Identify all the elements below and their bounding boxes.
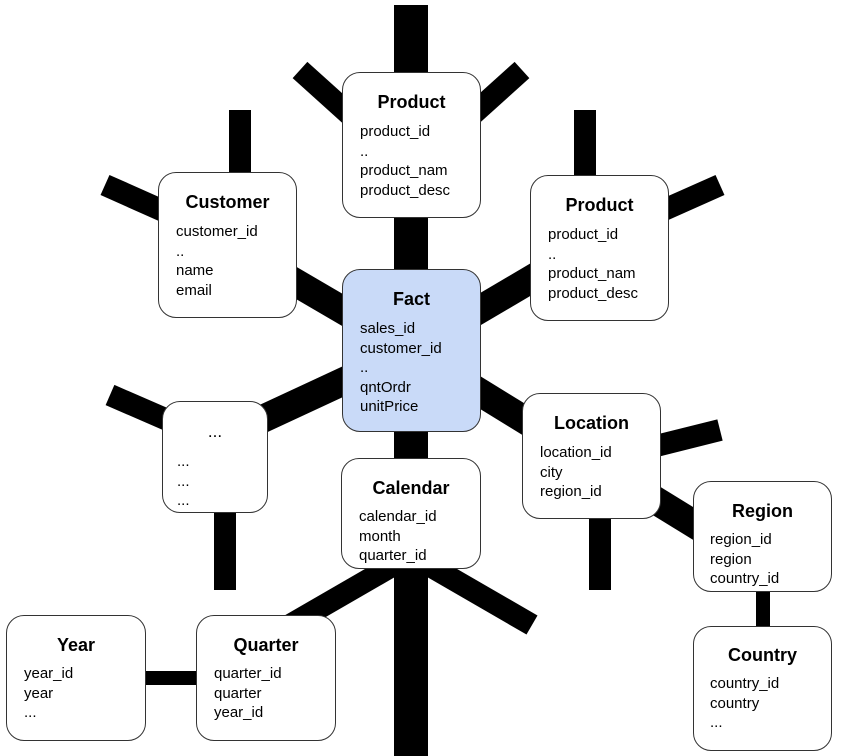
field: sales_id [360,320,416,337]
field: month [359,527,401,545]
field: ... [177,472,190,490]
field: quarter_id [359,547,427,564]
field: unitPrice [360,398,419,415]
field: city [540,463,563,481]
field: country_id [710,675,780,692]
field: product_desc [548,284,639,302]
field: .. [548,245,557,263]
field: region [710,550,752,568]
entity-title: Country [728,645,797,665]
entity-fields: customer_id .. name email [176,222,258,300]
field: country [710,694,760,712]
field: ... [177,492,190,509]
entity-title: Region [732,501,793,521]
entity-title: Year [56,635,96,655]
field: quarter [214,684,262,702]
field: region_id [540,483,602,500]
entity-fields: location_id city region_id [540,443,612,502]
entity-title: Location [554,413,629,433]
field: product_nam [548,265,636,282]
field: year [24,684,54,702]
field: product_nam [360,162,448,179]
entity-fact[interactable]: Fact sales_id customer_id .. qntOrdr uni… [342,269,481,432]
field: .. [360,142,369,160]
field: ... [177,453,190,470]
entity-fields: quarter_id quarter year_id [214,664,282,723]
field: product_desc [360,181,451,199]
field: quarter_id [214,665,282,682]
entity-fields: product_id .. product_nam product_desc [360,122,450,200]
entity-fields: sales_id customer_id .. qntOrdr unitPric… [360,319,442,417]
entity-calendar[interactable]: Calendar calendar_id month quarter_id [341,458,481,569]
entity-fields: calendar_id month quarter_id [359,507,437,566]
entity-fields: year_id year ... [24,664,73,723]
entity-title: Quarter [233,635,299,655]
field: region_id [710,531,772,548]
entity-quarter[interactable]: Quarter quarter_id quarter year_id [196,615,336,741]
field: customer_id [360,339,442,357]
entity-title: Customer [185,192,270,212]
entity-country[interactable]: Country country_id country ... [693,626,832,751]
entity-product-top[interactable]: Product product_id .. product_nam produc… [342,72,481,218]
entity-customer[interactable]: Customer customer_id .. name email [158,172,297,318]
entity-title: Calendar [372,478,450,498]
entity-fields: ... ... ... [177,452,190,511]
field: year_id [24,665,74,682]
entity-title: Fact [392,289,430,309]
entity-title: ... [207,422,223,441]
field: email [176,281,212,299]
entity-unnamed[interactable]: ... ... ... ... [162,401,268,513]
field: name [176,262,214,279]
field: .. [360,359,369,376]
field: product_id [548,226,619,243]
entity-fields: region_id region country_id [710,530,779,589]
entity-fields: country_id country ... [710,674,779,733]
entity-title: Product [565,195,634,215]
entity-fields: product_id .. product_nam product_desc [548,225,638,303]
field: ... [710,714,723,731]
field: year_id [214,704,264,721]
field: calendar_id [359,508,437,525]
entity-title: Product [377,92,446,112]
field: qntOrdr [360,378,411,396]
entity-location[interactable]: Location location_id city region_id [522,393,661,519]
entity-region[interactable]: Region region_id region country_id [693,481,832,592]
entity-year[interactable]: Year year_id year ... [6,615,146,741]
entity-product-right[interactable]: Product product_id .. product_nam produc… [530,175,669,321]
field: country_id [710,570,780,587]
field: customer_id [176,223,258,240]
field: location_id [540,444,612,461]
field: .. [176,242,185,260]
field: ... [24,704,37,721]
field: product_id [360,123,431,140]
